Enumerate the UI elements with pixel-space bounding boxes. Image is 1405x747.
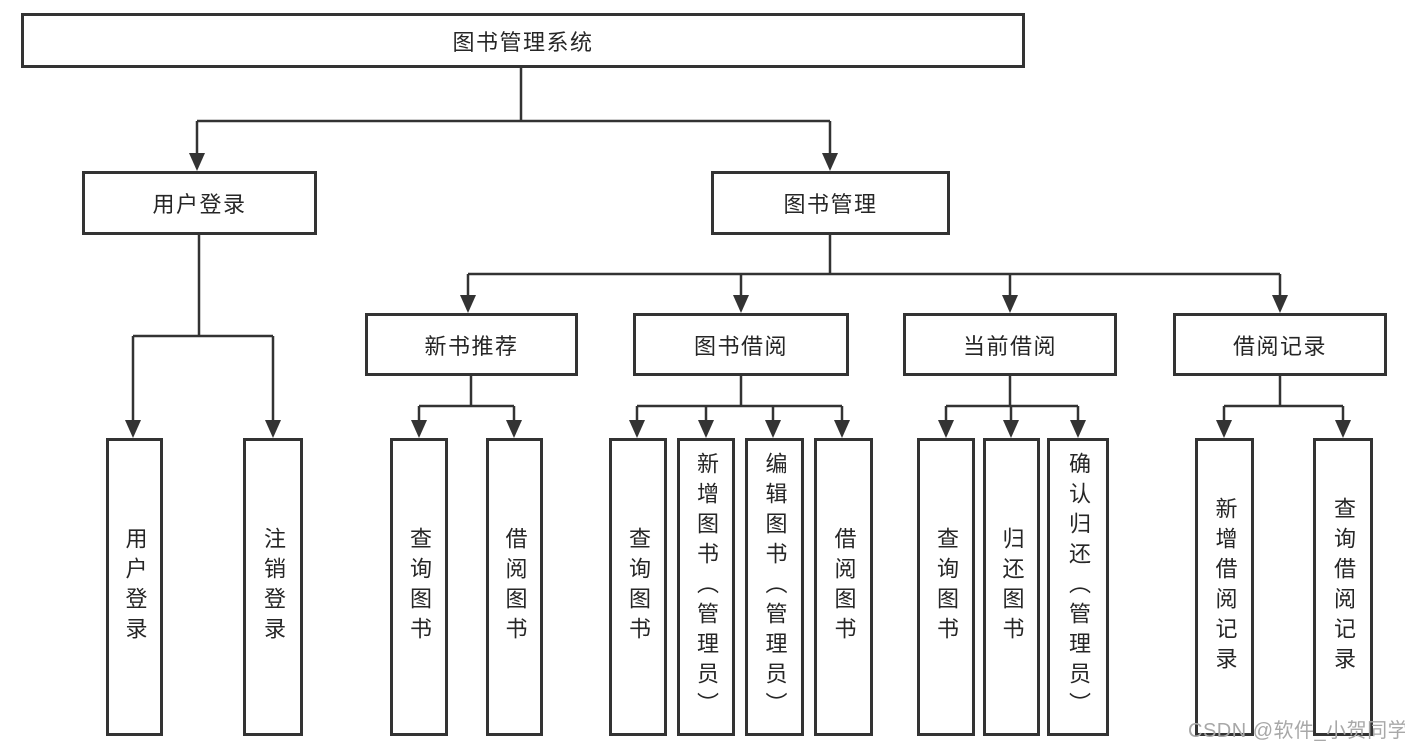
leaf-user-login-label: 用户登录 <box>122 527 148 647</box>
node-book-borrow: 图书借阅 <box>633 313 849 376</box>
node-book-borrow-label: 图书借阅 <box>693 333 788 359</box>
node-root: 图书管理系统 <box>21 13 1025 68</box>
leaf-query-borrow-record: 查询借阅记录 <box>1313 438 1373 736</box>
watermark-text: CSDN @软件_小贺同学 <box>1188 720 1405 742</box>
node-current-borrow-label: 当前借阅 <box>962 333 1057 359</box>
node-user-login: 用户登录 <box>82 171 317 235</box>
leaf-query-books-current: 查询图书 <box>917 438 975 736</box>
leaf-edit-book-admin: 编辑图书（管理员） <box>745 438 804 736</box>
leaf-borrow-books-recommend: 借阅图书 <box>486 438 543 736</box>
node-borrow-records-label: 借阅记录 <box>1232 333 1327 359</box>
node-book-management: 图书管理 <box>711 171 950 235</box>
node-current-borrow: 当前借阅 <box>903 313 1117 376</box>
leaf-add-book-admin: 新增图书（管理员） <box>677 438 735 736</box>
leaf-confirm-return-admin: 确认归还（管理员） <box>1047 438 1109 736</box>
leaf-return-book: 归还图书 <box>983 438 1040 736</box>
leaf-query-books-recommend-label: 查询图书 <box>407 527 432 647</box>
leaf-user-login: 用户登录 <box>106 438 163 736</box>
leaf-return-book-label: 归还图书 <box>999 527 1025 647</box>
leaf-query-books-borrow-label: 查询图书 <box>626 527 651 647</box>
leaf-add-borrow-record: 新增借阅记录 <box>1195 438 1254 736</box>
leaf-logout-label: 注销登录 <box>261 527 286 647</box>
node-book-management-label: 图书管理 <box>783 192 878 217</box>
leaf-borrow-books-recommend-label: 借阅图书 <box>502 527 528 647</box>
leaf-query-books-current-label: 查询图书 <box>934 527 959 647</box>
leaf-borrow-books: 借阅图书 <box>814 438 873 736</box>
leaf-query-borrow-record-label: 查询借阅记录 <box>1331 497 1356 677</box>
leaf-query-books-borrow: 查询图书 <box>609 438 667 736</box>
leaf-add-book-admin-label: 新增图书（管理员） <box>694 452 719 722</box>
leaf-add-borrow-record-label: 新增借阅记录 <box>1212 497 1238 677</box>
leaf-edit-book-admin-label: 编辑图书（管理员） <box>762 452 788 722</box>
leaf-logout: 注销登录 <box>243 438 303 736</box>
node-root-label: 图书管理系统 <box>452 29 594 55</box>
node-borrow-records: 借阅记录 <box>1173 313 1387 376</box>
leaf-query-books-recommend: 查询图书 <box>390 438 448 736</box>
node-user-login-label: 用户登录 <box>152 192 247 217</box>
node-new-book-recommend-label: 新书推荐 <box>424 333 519 359</box>
leaf-confirm-return-admin-label: 确认归还（管理员） <box>1066 452 1091 722</box>
leaf-borrow-books-label: 借阅图书 <box>831 527 857 647</box>
node-new-book-recommend: 新书推荐 <box>365 313 578 376</box>
